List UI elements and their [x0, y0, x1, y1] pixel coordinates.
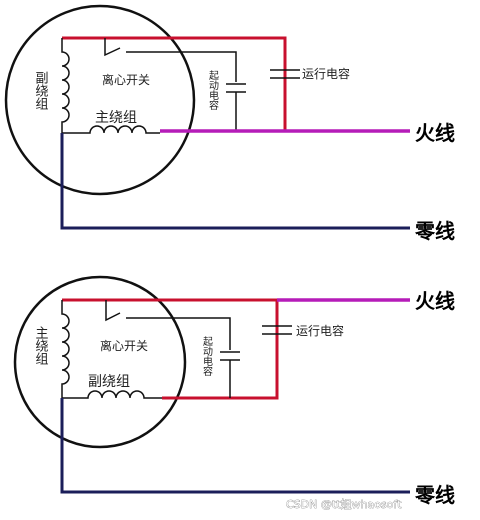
bottom-centrifugal-switch-label: 离心开关: [100, 338, 148, 353]
top-aux-winding-label: 副绕组: [33, 71, 49, 110]
top-start-capacitor-label: 起动电容: [207, 70, 219, 111]
top-live-wire-label: 火线: [415, 121, 455, 145]
bottom-neutral-wire-label: 零线: [414, 483, 455, 507]
top-neutral-wire: [60, 133, 410, 230]
bottom-motor-circle: [13, 275, 187, 449]
top-centrifugal-switch-label: 离心开关: [102, 72, 150, 87]
bottom-neutral-wire: [60, 398, 410, 494]
bottom-diagram: 主绕组 离心开关 副绕组 起动电容 运行电容 火线 零线: [13, 275, 455, 507]
top-motor-circle: [4, 4, 196, 196]
watermark-text: CSDN @tt姐whaosoft: [286, 497, 402, 511]
top-centrifugal-switch: [104, 38, 121, 57]
top-neutral-wire-label: 零线: [414, 219, 455, 243]
bottom-start-capacitor: [220, 351, 240, 398]
bottom-centrifugal-switch: [105, 300, 121, 322]
top-main-winding-label: 主绕组: [95, 110, 137, 126]
top-red-wire: [62, 36, 287, 131]
bottom-start-capacitor-label: 起动电容: [201, 336, 213, 377]
bottom-red-wire: [62, 298, 279, 400]
bottom-main-winding-coil: [61, 300, 70, 398]
bottom-run-capacitor: [262, 325, 292, 335]
bottom-aux-winding-coil: [62, 390, 162, 399]
top-aux-winding-coil: [61, 38, 70, 133]
bottom-start-branch-wire: [126, 317, 231, 350]
top-start-capacitor: [226, 83, 246, 131]
bottom-aux-winding-label: 副绕组: [88, 374, 130, 390]
top-start-branch-wire: [126, 51, 237, 82]
bottom-live-wire-label: 火线: [415, 289, 455, 313]
bottom-run-capacitor-label: 运行电容: [296, 323, 344, 338]
top-run-capacitor: [270, 69, 300, 79]
bottom-main-winding-label: 主绕组: [33, 326, 49, 365]
top-run-capacitor-label: 运行电容: [302, 66, 350, 81]
top-main-winding-coil: [62, 125, 160, 134]
top-diagram: 副绕组 离心开关 主绕组 起动电容 运行电容 火线 零线: [4, 4, 455, 243]
